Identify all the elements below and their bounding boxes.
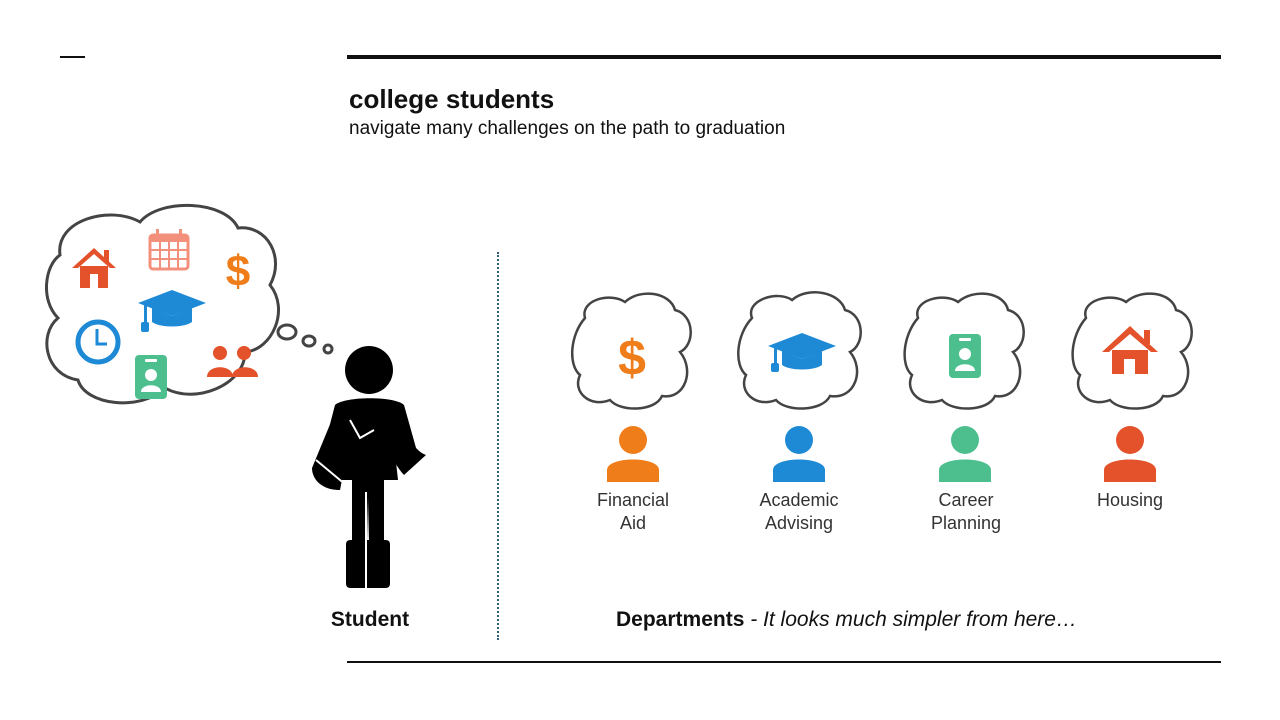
calendar-icon xyxy=(148,229,190,271)
id-badge-icon xyxy=(949,334,981,378)
dept-cloud-academic-advising xyxy=(737,291,862,410)
graduation-cap-icon xyxy=(138,290,206,332)
student-label: Student xyxy=(330,608,410,631)
person-icon-career-planning xyxy=(939,426,991,482)
dept-label-financial-aid: Financial Aid xyxy=(568,489,698,535)
dept-label-line2: Aid xyxy=(619,513,646,533)
corner-dash xyxy=(60,56,85,58)
dept-label-line1: Career xyxy=(938,490,994,510)
page-title: college students xyxy=(349,84,555,114)
departments-caption-bold: Departments xyxy=(616,608,745,631)
dept-label-housing: Housing xyxy=(1065,489,1195,512)
top-rule xyxy=(347,55,1221,59)
dollar-icon: $ xyxy=(226,247,250,296)
person-icon-financial-aid xyxy=(607,426,659,482)
thought-bubble-small xyxy=(322,343,334,355)
dept-label-academic-advising: Academic Advising xyxy=(734,489,864,535)
clock-icon xyxy=(75,319,121,365)
dept-cloud-housing xyxy=(1071,292,1193,410)
student-figure xyxy=(312,346,426,588)
section-divider xyxy=(497,252,499,640)
people-icon xyxy=(207,346,258,377)
thought-bubble-medium xyxy=(301,334,317,348)
dept-label-line1: Housing xyxy=(1096,490,1164,510)
person-icon-academic-advising xyxy=(773,426,825,482)
id-badge-icon xyxy=(135,355,167,399)
dept-cloud-career-planning xyxy=(903,292,1025,410)
page-subtitle: navigate many challenges on the path to … xyxy=(349,118,786,139)
dept-cloud-financial-aid: $ xyxy=(570,292,692,410)
dept-label-career-planning: Career Planning xyxy=(901,489,1031,535)
student-thought-cloud: $ xyxy=(44,204,334,405)
departments-caption: Departments - It looks much simpler from… xyxy=(616,608,1077,632)
dollar-icon: $ xyxy=(618,330,646,386)
bottom-rule xyxy=(347,661,1221,663)
house-icon xyxy=(72,248,116,288)
thought-bubble-large xyxy=(276,323,298,341)
house-icon xyxy=(1102,326,1158,374)
dept-label-line1: Financial xyxy=(596,490,670,510)
person-icon-housing xyxy=(1104,426,1156,482)
dept-label-line1: Academic xyxy=(759,490,839,510)
dept-label-line2: Advising xyxy=(764,513,834,533)
graduation-cap-icon xyxy=(768,333,836,372)
departments-caption-italic: - It looks much simpler from here… xyxy=(750,608,1077,631)
dept-label-line2: Planning xyxy=(930,513,1002,533)
